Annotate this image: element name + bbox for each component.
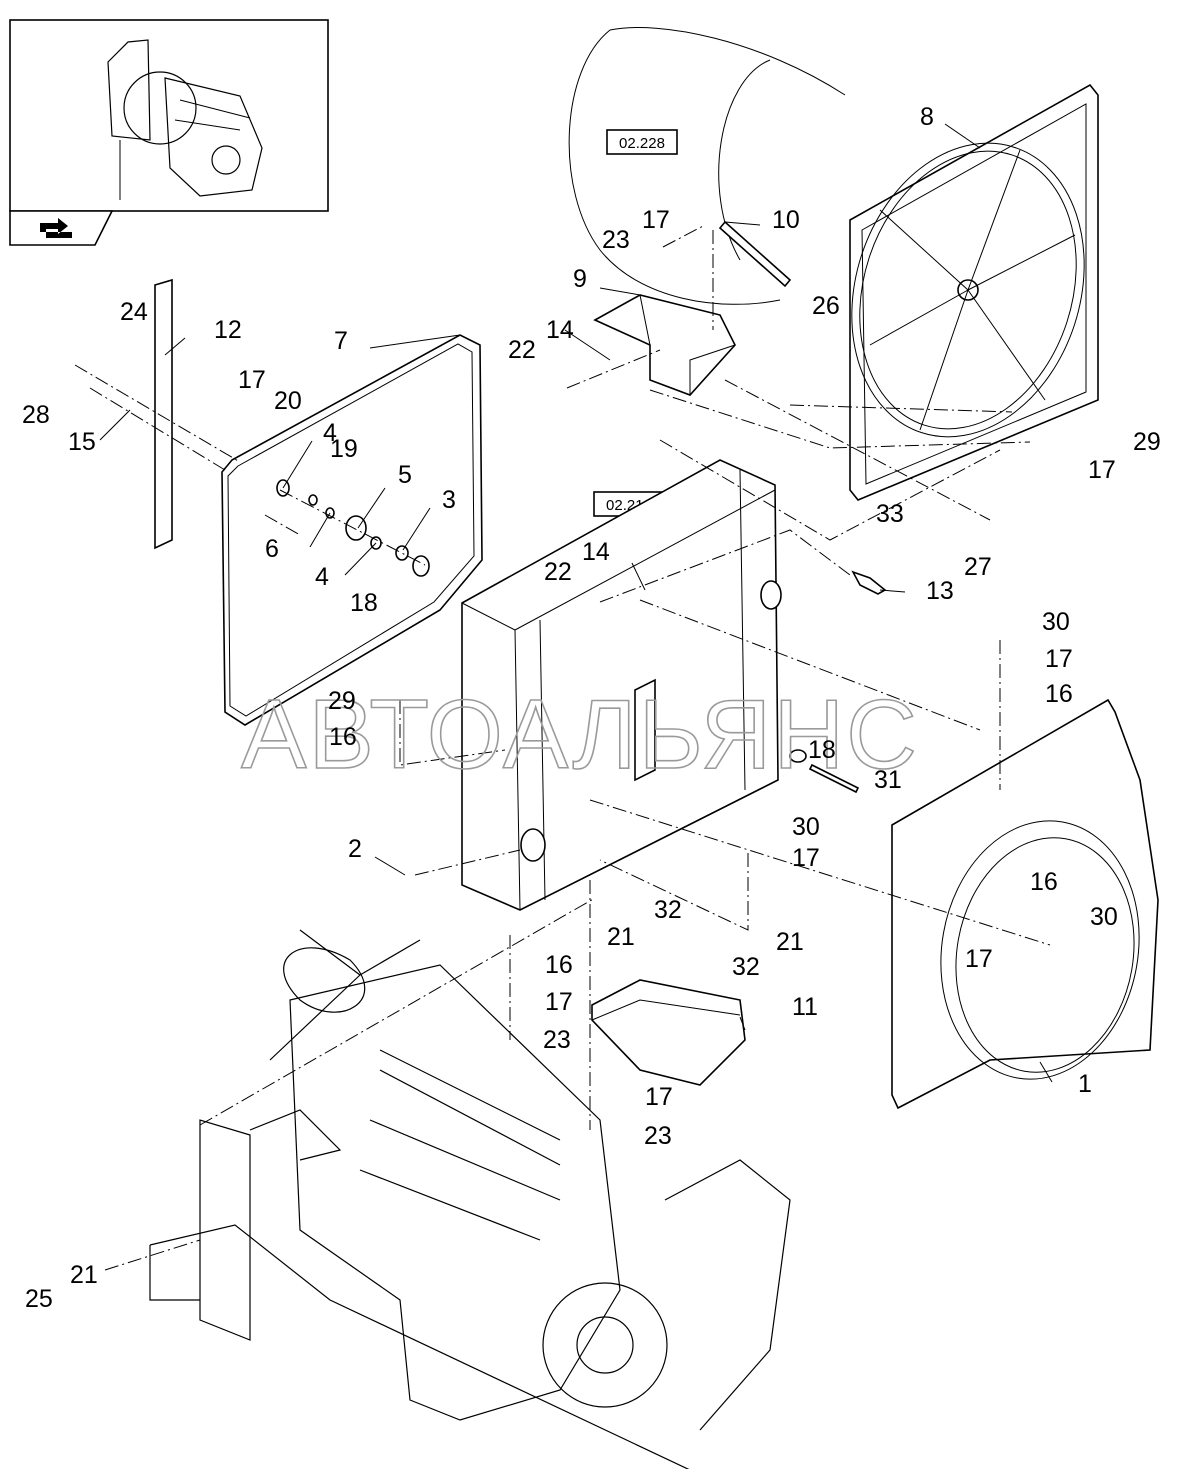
nav-return-button[interactable] <box>9 210 114 246</box>
callout-5: 5 <box>398 461 412 489</box>
callout-25: 25 <box>25 1285 53 1313</box>
callout-13: 13 <box>926 577 954 605</box>
engine-assembly <box>149 929 791 1469</box>
callout-14: 14 <box>546 316 574 344</box>
callout-17: 17 <box>642 206 670 234</box>
callout-6: 6 <box>265 535 279 563</box>
side-strip-12 <box>154 278 173 550</box>
callout-20: 20 <box>274 387 302 415</box>
callout-32: 32 <box>732 953 760 981</box>
callout-14: 14 <box>582 538 610 566</box>
callout-12: 12 <box>214 316 242 344</box>
callout-21: 21 <box>607 923 635 951</box>
callout-23: 23 <box>644 1122 672 1150</box>
rod-31 <box>789 749 860 794</box>
callout-18: 18 <box>808 736 836 764</box>
callout-16: 16 <box>329 723 357 751</box>
strip-10 <box>718 220 792 288</box>
callout-17: 17 <box>792 844 820 872</box>
callout-17: 17 <box>645 1083 673 1111</box>
callout-17: 17 <box>238 366 266 394</box>
callout-19: 19 <box>330 435 358 463</box>
callout-23: 23 <box>602 226 630 254</box>
shroud-ring-1 <box>891 698 1159 1110</box>
assembly-lines <box>74 224 1051 1271</box>
callout-29: 29 <box>1133 428 1161 456</box>
callout-9: 9 <box>573 265 587 293</box>
callout-1: 1 <box>1078 1070 1092 1098</box>
callouts: 1 2 3 4 4 5 6 7 8 9 10 11 12 13 14 14 15… <box>22 103 1161 1313</box>
callout-29: 29 <box>328 687 356 715</box>
callout-22: 22 <box>544 558 572 586</box>
callout-31: 31 <box>874 766 902 794</box>
leader-lines <box>99 123 1053 1083</box>
callout-30: 30 <box>1042 608 1070 636</box>
callout-28: 28 <box>22 401 50 429</box>
bracket-13 <box>851 570 887 595</box>
bracket-9 <box>593 294 736 396</box>
shroud-outline-ghost <box>568 27 846 305</box>
callout-22: 22 <box>508 336 536 364</box>
arrow-return-icon <box>40 218 72 238</box>
callout-10: 10 <box>772 206 800 234</box>
callout-16: 16 <box>1045 680 1073 708</box>
callout-26: 26 <box>812 292 840 320</box>
callout-3: 3 <box>442 486 456 514</box>
callout-21: 21 <box>776 928 804 956</box>
callout-21: 21 <box>70 1261 98 1289</box>
callout-16: 16 <box>1030 868 1058 896</box>
callout-17: 17 <box>545 988 573 1016</box>
callout-17: 17 <box>1045 645 1073 673</box>
callout-30: 30 <box>1090 903 1118 931</box>
inset-thumbnail-panel <box>9 19 329 212</box>
callout-15: 15 <box>68 428 96 456</box>
fan-frame <box>849 83 1099 501</box>
watermark: АВТОАЛЬЯНС <box>241 679 919 789</box>
callout-4: 4 <box>315 563 329 591</box>
callout-27: 27 <box>964 553 992 581</box>
callout-17: 17 <box>965 945 993 973</box>
callout-30: 30 <box>792 813 820 841</box>
callout-18: 18 <box>350 589 378 617</box>
callout-2: 2 <box>348 835 362 863</box>
callout-32: 32 <box>654 896 682 924</box>
inset-engine-thumbnail <box>107 39 263 200</box>
radiator-core <box>461 459 782 911</box>
callout-24: 24 <box>120 298 148 326</box>
callout-8: 8 <box>920 103 934 131</box>
callout-16: 16 <box>545 951 573 979</box>
duct-11 <box>591 979 746 1086</box>
reference-box-shroud[interactable]: 02.228 <box>606 129 678 155</box>
callout-11: 11 <box>792 993 818 1021</box>
callout-23: 23 <box>543 1026 571 1054</box>
callout-17: 17 <box>1088 456 1116 484</box>
callout-4: 4 <box>323 419 337 447</box>
callout-33: 33 <box>876 500 904 528</box>
reference-label: 02.228 <box>619 135 665 152</box>
callout-7: 7 <box>334 327 348 355</box>
